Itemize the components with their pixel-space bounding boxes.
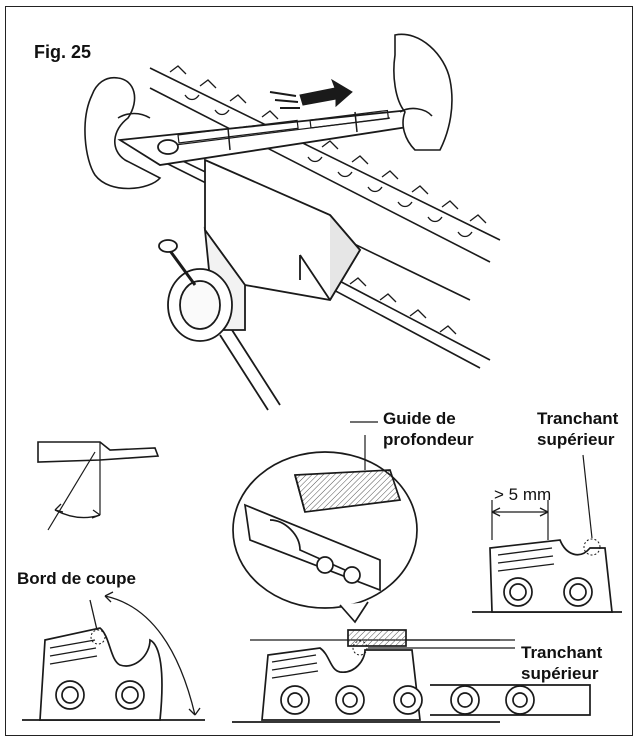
vise (158, 158, 362, 411)
cutter-cutting-edge-detail (22, 591, 205, 721)
depth-gauge-label: Guide de profondeur (383, 408, 474, 450)
cutter-top-edge-detail (472, 454, 622, 613)
file-angle-detail (37, 441, 160, 531)
top-edge-label-upper-line2: supérieur (537, 430, 615, 449)
top-edge-label-upper: Tranchant supérieur (537, 408, 618, 450)
top-edge-label-lower: Tranchant supérieur (521, 642, 602, 684)
label-leaders (350, 421, 515, 641)
file-guide (117, 109, 444, 166)
depth-gauge-label-line2: profondeur (383, 430, 474, 449)
chain-depth-tool-detail (232, 629, 591, 723)
top-edge-label-lower-line2: supérieur (521, 664, 599, 683)
top-edge-label-upper-line1: Tranchant (537, 409, 619, 428)
figure-title: Fig. 25 (34, 42, 92, 62)
right-hand (393, 33, 453, 151)
left-hand (84, 76, 162, 190)
top-edge-label-lower-line1: Tranchant (521, 643, 603, 662)
measurement-label: > 5 mm (494, 485, 552, 504)
depth-gauge-detail (232, 435, 418, 624)
push-direction-arrow (269, 78, 353, 109)
cutting-edge-label: Bord de coupe (17, 569, 137, 588)
depth-gauge-label-line1: Guide de (383, 409, 456, 428)
